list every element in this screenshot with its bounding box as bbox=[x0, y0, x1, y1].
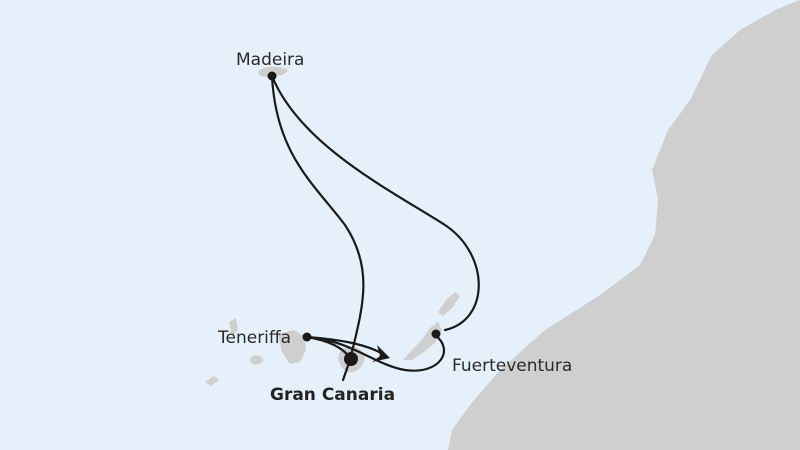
fuerteventura-label: Fuerteventura bbox=[452, 356, 572, 376]
route-gran-canaria-madeira bbox=[270, 74, 365, 362]
tenerife-island bbox=[278, 330, 306, 364]
gran-canaria-label: Gran Canaria bbox=[270, 385, 395, 405]
route-fuerteventura-teneriffa bbox=[305, 333, 446, 372]
route-arrowhead bbox=[372, 345, 390, 362]
madeira-marker bbox=[267, 71, 277, 81]
fuerteventura-island bbox=[403, 322, 442, 360]
gran-canaria-marker bbox=[344, 352, 358, 366]
madeira-label: Madeira bbox=[236, 50, 304, 70]
africa-mainland bbox=[448, 0, 800, 450]
lanzarote-island bbox=[438, 292, 460, 316]
fuerteventura-marker bbox=[431, 329, 441, 339]
teneriffa-label: Teneriffa bbox=[217, 328, 291, 348]
la-palma-island bbox=[229, 318, 238, 336]
la-gomera-island bbox=[250, 355, 263, 365]
teneriffa-marker bbox=[302, 332, 312, 342]
el-hierro-island bbox=[205, 376, 219, 386]
route-madeira-fuerteventura bbox=[270, 74, 480, 332]
